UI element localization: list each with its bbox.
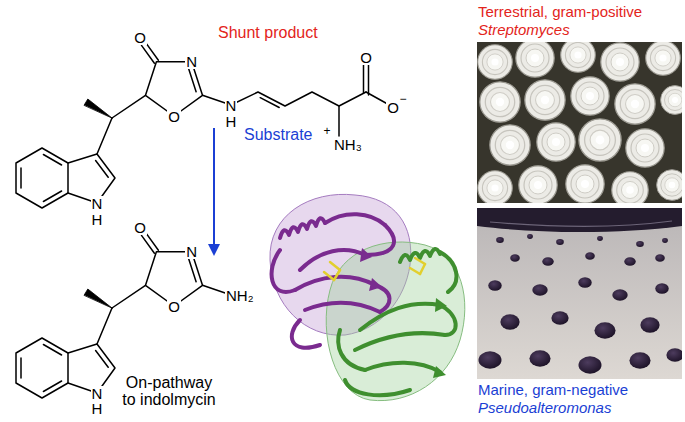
atom-label: O	[359, 50, 373, 65]
organism-label: Streptomyces	[478, 21, 570, 38]
substrate-label: Substrate	[244, 126, 312, 144]
atom-label: N	[185, 54, 198, 69]
habitat-label: Terrestrial, gram-positive	[478, 3, 642, 20]
atom-label: NH₃	[333, 137, 363, 152]
charge-label: +	[322, 125, 331, 137]
organism-label: Pseudoalteromonas	[478, 399, 611, 416]
charge-label: −	[398, 93, 407, 105]
shunt-product-structure	[16, 42, 393, 208]
atom-label: N	[91, 386, 104, 401]
shunt-label: Shunt product	[218, 24, 318, 42]
streptomyces-photo	[477, 42, 682, 203]
atom-label: O	[133, 30, 147, 45]
pseudoalteromonas-photo	[477, 208, 682, 379]
atom-label: O	[133, 220, 147, 235]
atom-label: N	[185, 244, 198, 259]
protein-ribbon	[270, 194, 465, 400]
habitat-label: Marine, gram-negative	[478, 381, 628, 398]
atom-label: N	[225, 98, 238, 113]
pathway-note: On-pathway to indolmycin	[120, 374, 218, 408]
product-structure	[16, 232, 231, 398]
atom-label: O	[167, 299, 181, 314]
atom-label: H	[91, 212, 104, 227]
reaction-arrow	[208, 128, 220, 256]
atom-label: H	[225, 114, 238, 129]
atom-label: NH₂	[225, 288, 255, 303]
atom-label: H	[91, 401, 104, 416]
atom-label: N	[91, 196, 104, 211]
atom-label: O	[167, 109, 181, 124]
